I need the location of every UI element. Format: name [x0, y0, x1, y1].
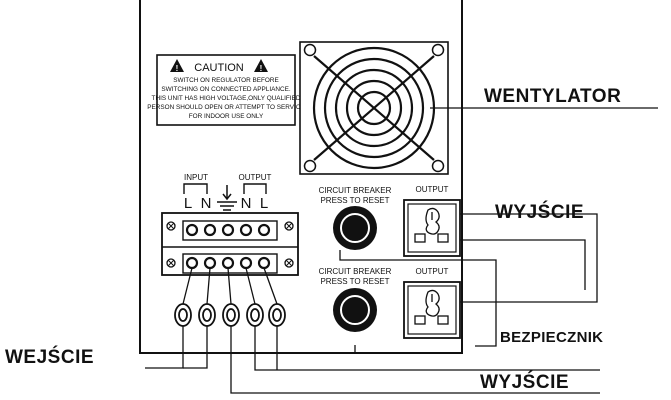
universal-socket-icon: [414, 207, 449, 243]
fuse-callout-text: BEZPIECZNIK: [500, 329, 603, 346]
caution-line: THIS UNIT HAS HIGH VOLTAGE,ONLY QUALIFIE…: [152, 95, 301, 102]
breaker-label: PRESS TO RESET: [320, 196, 389, 205]
breaker-label: CIRCUIT BREAKER: [319, 186, 392, 195]
screw-hole: [431, 43, 445, 57]
callout-fan: WENTYLATOR: [430, 86, 658, 109]
cooling-fan: [299, 41, 449, 175]
output-socket: OUTPUT: [403, 267, 461, 339]
terminal-letter: L: [260, 195, 268, 212]
mounting-screw-icon: [284, 221, 294, 231]
caution-line: SWITCHING ON CONNECTED APPLIANCE.: [161, 86, 290, 93]
terminal-letter: N: [241, 195, 252, 212]
callout-fuse: BEZPIECZNIK: [500, 329, 603, 346]
mounting-screw-icon: [166, 258, 176, 268]
caution-line: FOR INDOOR USE ONLY: [189, 113, 264, 120]
svg-text:!: !: [176, 64, 179, 73]
output-callout-text: WYJŚCIE: [495, 201, 584, 223]
caution-title: CAUTION: [194, 62, 244, 74]
circuit-breaker[interactable]: CIRCUIT BREAKER PRESS TO RESET: [319, 267, 392, 332]
terminal-block: [161, 212, 299, 276]
callout-output-bottom: WYJŚCIE: [480, 371, 569, 393]
socket-label: OUTPUT: [416, 185, 449, 194]
output-label: OUTPUT: [239, 173, 272, 182]
warning-triangle-icon: !: [254, 59, 268, 73]
warning-triangle-icon: !: [170, 59, 184, 73]
fan-grille: [312, 46, 436, 170]
caution-line: PERSON SHOULD OPEN OR ATTEMPT TO SERVICE: [147, 104, 304, 111]
breaker-label: PRESS TO RESET: [320, 277, 389, 286]
caution-label: ! ! CAUTION SWITCH ON REGULATOR BEFORE S…: [147, 54, 305, 126]
terminal-letter: N: [201, 195, 212, 212]
screw-hole: [303, 159, 317, 173]
screw-hole: [431, 159, 445, 173]
ground-icon: [217, 185, 237, 211]
callout-input: WEJŚCIE: [5, 346, 94, 368]
screw-hole: [303, 43, 317, 57]
fan-callout-text: WENTYLATOR: [484, 86, 621, 107]
caution-line: SWITCH ON REGULATOR BEFORE: [173, 77, 279, 84]
mounting-screw-icon: [284, 258, 294, 268]
universal-socket-icon: [414, 289, 449, 325]
socket-label: OUTPUT: [416, 267, 449, 276]
output-socket: OUTPUT: [403, 185, 461, 257]
svg-text:!: !: [260, 64, 263, 73]
mounting-screw-icon: [166, 221, 176, 231]
callout-output-top: WYJŚCIE: [495, 201, 584, 223]
breaker-label: CIRCUIT BREAKER: [319, 267, 392, 276]
terminal-labels: INPUT OUTPUT L N N L: [183, 173, 272, 212]
terminal-screws: [185, 223, 271, 270]
output-bottom-callout-text: WYJŚCIE: [480, 371, 569, 393]
wiring: [145, 213, 600, 394]
input-callout-text: WEJŚCIE: [5, 346, 94, 368]
circuit-breaker[interactable]: CIRCUIT BREAKER PRESS TO RESET: [319, 186, 392, 250]
input-label: INPUT: [184, 173, 208, 182]
terminal-letter: L: [184, 195, 192, 212]
